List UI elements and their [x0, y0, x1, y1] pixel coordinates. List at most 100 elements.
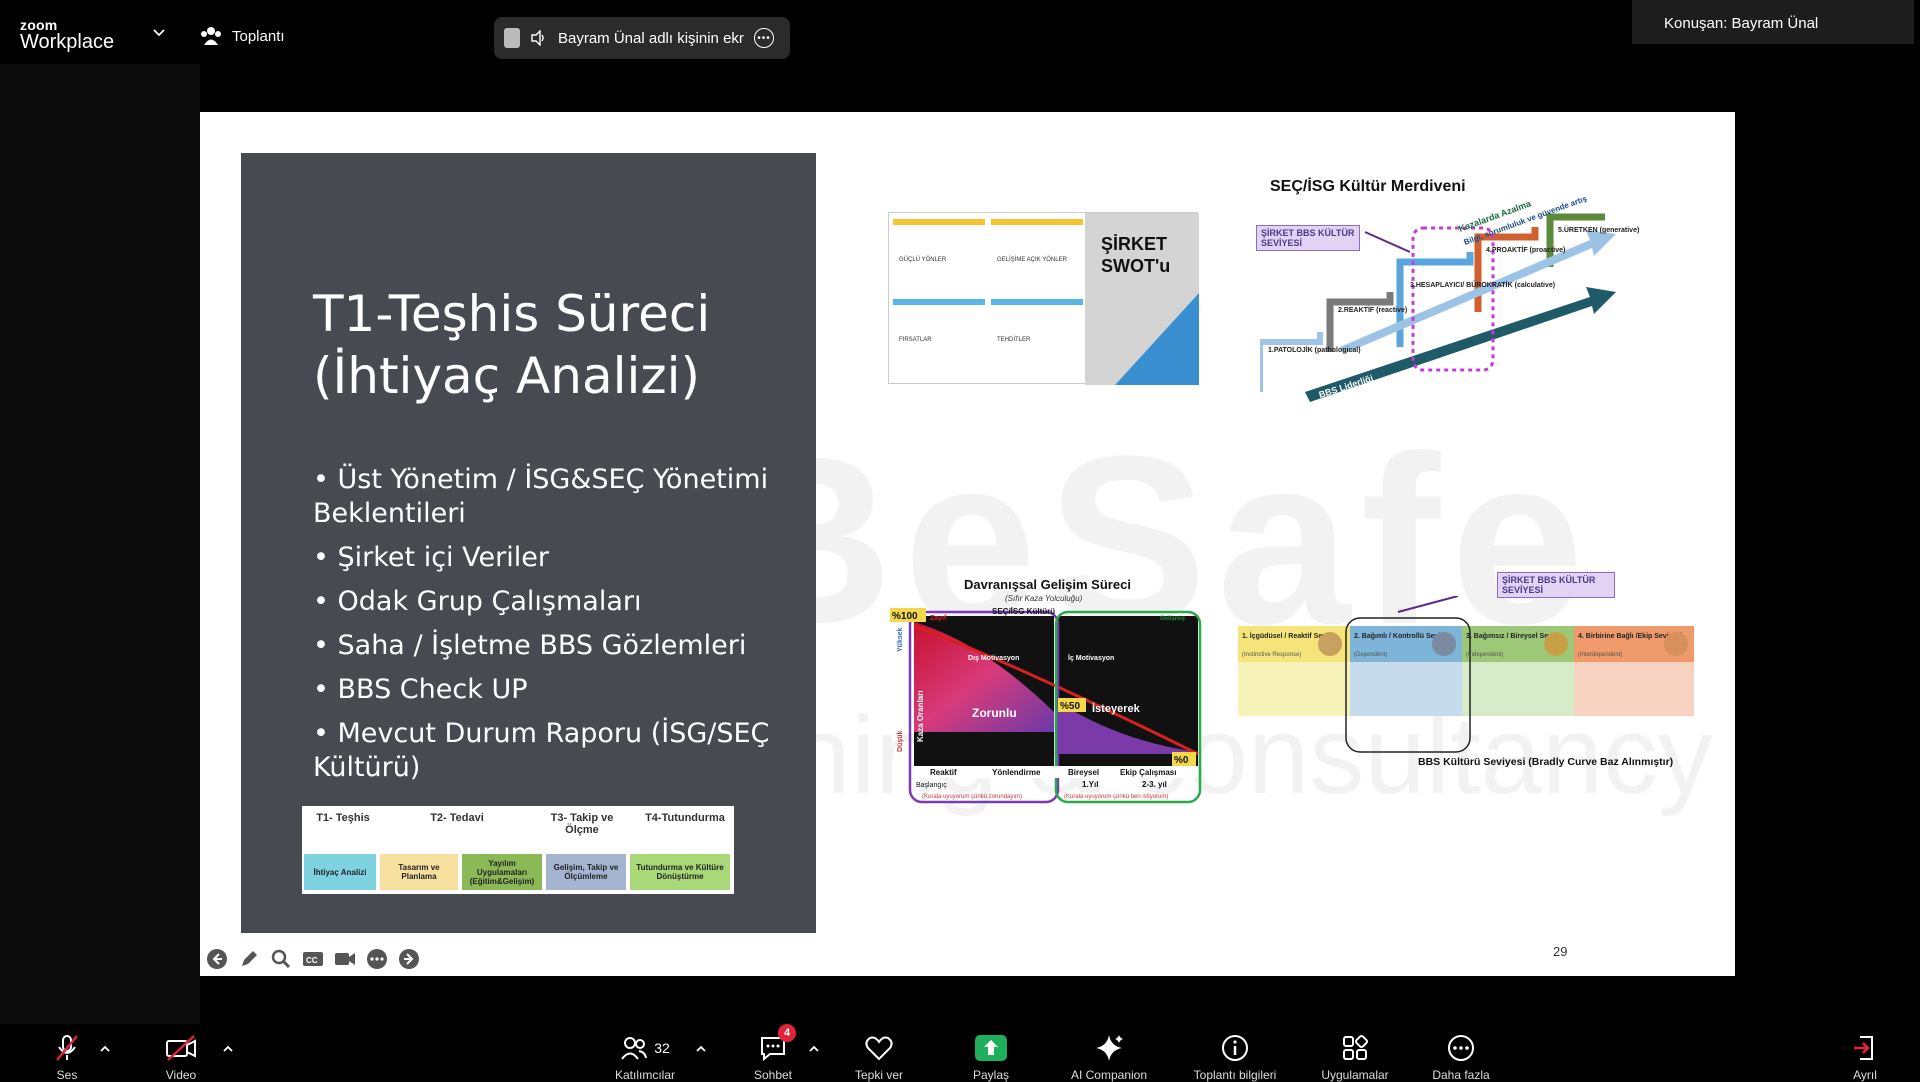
participants-button[interactable]: 32 Katılımcılar — [590, 1030, 700, 1082]
chat-caret-icon[interactable] — [807, 1042, 821, 1056]
ladder-step-2: 2.REAKTİF (reactive) — [1338, 306, 1407, 314]
chat-button[interactable]: 4 Sohbet — [718, 1024, 828, 1082]
behaviour-advanced: Gelişmiş — [1160, 616, 1186, 622]
swot-threats: TEHDİTLER — [997, 337, 1031, 343]
worker-figure-icon — [1544, 632, 1568, 656]
pen-icon[interactable] — [238, 948, 260, 970]
behaviour-foot-right: (Kurala uyuyorum çünkü ben istiyorum) — [1064, 794, 1168, 800]
zoom-workplace-logo[interactable]: zoom Workplace — [20, 17, 115, 53]
behaviour-time: 1.Yıl — [1082, 780, 1098, 789]
phase-header: T4-Tutundurma — [645, 812, 725, 824]
captions-icon[interactable]: CC — [302, 948, 324, 970]
behaviour-weak: Zayıf — [930, 615, 947, 622]
phase-cell: Tasarım ve Planlama — [380, 854, 458, 890]
react-button[interactable]: Tepki ver — [824, 1030, 934, 1082]
behaviour-time: Başlangıç — [916, 782, 947, 789]
audio-button[interactable]: Ses — [12, 1030, 122, 1082]
bbs-level-4: 4. Birbirine Bağlı /Ekip Seviyesi — [1578, 633, 1682, 640]
behaviour-stage: Bireysel — [1068, 768, 1099, 777]
next-slide-icon[interactable] — [398, 948, 420, 970]
phase-header: T1- Teşhis — [316, 812, 370, 824]
video-options-caret-icon[interactable] — [221, 1042, 235, 1056]
top-bar: zoom Workplace Toplantı Bayram Ünal adlı… — [0, 0, 1920, 162]
ladder-title: SEÇ/İSG Kültür Merdiveni — [1270, 178, 1466, 195]
meeting-label: Toplantı — [232, 27, 285, 45]
behaviour-culture: SEÇ/İSG Kültürü — [992, 607, 1055, 616]
team-figure-icon — [1664, 632, 1688, 656]
behaviour-internal-motivation: İç Motivasyon — [1068, 654, 1114, 662]
behaviour-development-diagram: %100 %50 %0 SEÇ/İSG Kültürü Zayıf Gelişm… — [890, 607, 1202, 804]
share-screen-button[interactable]: Paylaş — [936, 1030, 1046, 1082]
meeting-button[interactable]: Toplantı — [200, 26, 285, 46]
behaviour-stage: Yönlendirme — [992, 768, 1041, 777]
company-level-tag: ŞİRKET BBS KÜLTÜR SEVİYESİ — [1256, 225, 1360, 251]
behaviour-y-low: Düşük — [897, 731, 904, 753]
bbs-level-2: 2. Bağımlı / Kontrollü Seviye — [1354, 633, 1448, 640]
presenter-avatar — [504, 28, 520, 48]
svg-text:(Interdependent): (Interdependent) — [1578, 652, 1622, 658]
svg-text:(Instinctive Response): (Instinctive Response) — [1242, 652, 1301, 658]
slide-controls: CC — [206, 948, 420, 970]
heart-icon — [865, 1036, 893, 1061]
ai-companion-button[interactable]: AI Companion — [1054, 1030, 1164, 1082]
sparkle-icon — [1096, 1035, 1123, 1061]
leave-button[interactable]: Ayrıl — [1810, 1030, 1920, 1082]
ladder-step-3: 3.HESAPLAYICI/ BÜROKRATİK (calculative) — [1410, 280, 1555, 289]
bullet-item: Odak Grup Çalışmaları — [313, 585, 793, 619]
ladder-step-4: 4.PROAKTİF (proactive) — [1486, 246, 1565, 254]
participants-caret-icon[interactable] — [694, 1042, 708, 1056]
team-figure-icon — [1432, 632, 1456, 656]
ladder-step-1: 1.PATOLOJİK (pathological) — [1268, 346, 1361, 354]
bullet-item: Şirket içi Veriler — [313, 541, 793, 575]
company-bbs-level-tag: ŞİRKET BBS KÜLTÜR SEVİYESİ — [1497, 572, 1615, 598]
behaviour-p50: %50 — [1060, 701, 1080, 712]
audio-options-caret-icon[interactable] — [98, 1042, 112, 1056]
meeting-info-button[interactable]: Toplantı bilgileri — [1180, 1030, 1290, 1082]
apps-icon — [1343, 1034, 1369, 1060]
ladder-step-5: 5.ÜRETKEN (generative) — [1558, 225, 1639, 234]
worker-figure-icon — [1318, 632, 1342, 656]
more-options-icon[interactable]: ••• — [754, 28, 774, 48]
bbs-level-1: 1. İçgüdüsel / Reaktif Seviye — [1242, 632, 1336, 640]
meeting-toolbar: Ses Video 32 Katılımcılar 4 Sohbet Tepki… — [0, 1024, 1920, 1082]
slide-page-number: 29 — [1553, 944, 1568, 959]
behaviour-willing: İsteyerek — [1092, 702, 1141, 715]
svg-text:(Dependent): (Dependent) — [1354, 652, 1387, 658]
video-off-icon — [166, 1035, 196, 1061]
svg-text:(Independent): (Independent) — [1466, 652, 1503, 658]
behaviour-p100: %100 — [892, 611, 918, 622]
bullet-list: Üst Yönetim / İSG&SEÇ Yönetimi Beklentil… — [313, 463, 793, 795]
swot-title-panel: ŞİRKET SWOT'u — [1085, 213, 1199, 385]
more-options-icon[interactable] — [366, 948, 388, 970]
participants-icon — [621, 1037, 648, 1060]
bullet-item: Mevcut Durum Raporu (İSG/SEÇ Kültürü) — [313, 717, 793, 785]
slide-title: T1-Teşhis Süreci (İhtiyaç Analizi) — [313, 285, 711, 405]
more-options-icon — [1448, 1035, 1474, 1061]
apps-button[interactable]: Uygulamalar — [1300, 1030, 1410, 1082]
shared-slide: BeSafe BNB training & consultancy T1-Teş… — [200, 112, 1735, 976]
more-button[interactable]: Daha fazla — [1406, 1030, 1516, 1082]
chevron-down-icon[interactable] — [152, 26, 166, 40]
chat-badge: 4 — [778, 1024, 796, 1042]
swot-weaknesses: GELİŞİME AÇIK YÖNLER — [997, 257, 1067, 263]
phase-table: T1- Teşhis T2- Tedavi T3- Takip ve Ölçme… — [302, 806, 734, 894]
info-icon — [1222, 1035, 1248, 1061]
speaker-icon — [531, 30, 544, 46]
behaviour-external-motivation: Dış Motivasyon — [968, 655, 1019, 662]
phase-cell: Tutundurma ve Kültüre Dönüştürme — [630, 854, 730, 890]
behaviour-y-axis: Kaza Oranları — [916, 690, 925, 742]
svg-text:CC: CC — [306, 956, 318, 965]
participants-count: 32 — [654, 1040, 670, 1056]
behaviour-stage: Ekip Çalışması — [1120, 768, 1176, 777]
share-screen-icon — [975, 1035, 1007, 1061]
screen-share-indicator[interactable]: Bayram Ünal adlı kişinin ekranı ••• — [494, 17, 790, 59]
swot-opportunities: FIRSATLAR — [899, 337, 932, 343]
camera-icon[interactable] — [334, 948, 356, 970]
video-button[interactable]: Video — [126, 1030, 236, 1082]
previous-slide-icon[interactable] — [206, 948, 228, 970]
leave-icon — [1854, 1036, 1873, 1060]
behaviour-stage: Reaktif — [930, 768, 957, 777]
swot-grid: GÜÇLÜ YÖNLER GELİŞİME AÇIK YÖNLER FIRSAT… — [893, 219, 1083, 375]
phase-cell: Gelişim, Takip ve Ölçümleme — [546, 854, 626, 890]
zoom-icon[interactable] — [270, 948, 292, 970]
